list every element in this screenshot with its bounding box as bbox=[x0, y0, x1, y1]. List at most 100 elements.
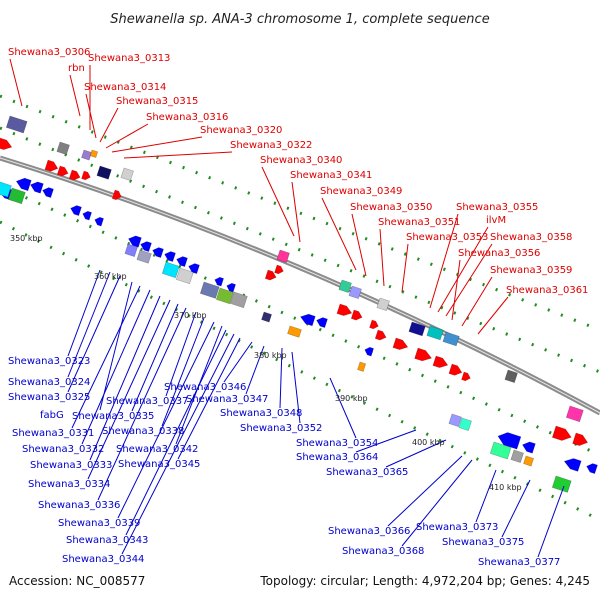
reverse-gene-label: Shewana3_0343 bbox=[66, 535, 148, 546]
reverse-gene-label: Shewana3_0337 bbox=[106, 396, 188, 407]
kbp-marker-label: 380 kbp bbox=[254, 351, 287, 360]
forward-gene-label: rbn bbox=[68, 63, 85, 74]
kbp-marker-label: 350 kbp bbox=[10, 234, 43, 243]
kbp-marker-label: 360 kbp bbox=[94, 272, 127, 281]
reverse-leader-line bbox=[245, 345, 265, 395]
reverse-leader-line bbox=[475, 469, 497, 523]
feature-box bbox=[489, 441, 512, 460]
forward-leader-line bbox=[451, 259, 461, 321]
forward-leader-line bbox=[477, 296, 509, 335]
forward-leader-line bbox=[85, 93, 97, 139]
reverse-leader-line bbox=[161, 317, 205, 427]
kbp-marker-label: 410 kbp bbox=[489, 483, 522, 492]
reverse-leader-line bbox=[81, 289, 151, 445]
forward-gene-arrow bbox=[551, 425, 572, 441]
forward-gene-label: Shewana3_0359 bbox=[490, 265, 572, 276]
forward-leader-line bbox=[461, 276, 493, 327]
reverse-gene-label: Shewana3_0342 bbox=[116, 444, 198, 455]
forward-leader-line bbox=[9, 58, 23, 107]
reverse-gene-label: Shewana3_0352 bbox=[240, 423, 322, 434]
feature-box bbox=[56, 141, 70, 155]
forward-gene-arrow bbox=[0, 137, 13, 150]
feature-box bbox=[448, 413, 462, 427]
reverse-gene-label: Shewana3_0323 bbox=[8, 356, 90, 367]
reverse-gene-arrow bbox=[15, 177, 32, 192]
feature-box bbox=[523, 455, 534, 467]
reverse-leader-line bbox=[67, 269, 101, 357]
forward-leader-line bbox=[437, 226, 489, 313]
reverse-gene-label: Shewana3_0339 bbox=[58, 518, 140, 529]
feature-box bbox=[175, 267, 194, 285]
reverse-gene-arrow bbox=[30, 181, 44, 194]
forward-leader-line bbox=[351, 213, 367, 277]
reverse-gene-label: Shewana3_0338 bbox=[102, 426, 184, 437]
reverse-gene-arrow bbox=[70, 205, 82, 217]
reverse-gene-label: Shewana3_0325 bbox=[8, 392, 90, 403]
forward-gene-label: Shewana3_0353 bbox=[406, 232, 488, 243]
reverse-gene-arrow bbox=[316, 317, 328, 329]
reverse-gene-arrow bbox=[364, 346, 374, 357]
reverse-leader-line bbox=[67, 275, 121, 393]
forward-gene-arrow bbox=[432, 355, 449, 368]
forward-gene-label: Shewana3_0351 bbox=[378, 217, 460, 228]
topology-text: Topology: circular; Length: 4,972,204 bp… bbox=[259, 574, 590, 588]
forward-gene-label: Shewana3_0315 bbox=[116, 96, 198, 107]
gene-features bbox=[0, 115, 598, 493]
feature-box bbox=[215, 287, 234, 305]
reverse-leader-line bbox=[291, 351, 301, 424]
feature-box bbox=[376, 297, 390, 311]
reverse-gene-label: Shewana3_0336 bbox=[38, 500, 120, 511]
reverse-gene-arrow bbox=[152, 247, 164, 259]
feature-box bbox=[504, 369, 518, 383]
reverse-gene-arrow bbox=[82, 210, 92, 221]
reverse-leader-line bbox=[223, 341, 253, 383]
reverse-gene-arrow bbox=[42, 187, 54, 199]
forward-gene-arrow bbox=[369, 319, 379, 330]
forward-gene-arrow bbox=[336, 303, 353, 316]
feature-box bbox=[458, 417, 472, 431]
reverse-leader-line bbox=[121, 333, 235, 555]
forward-gene-label: Shewana3_0316 bbox=[146, 112, 228, 123]
forward-leader-line bbox=[69, 74, 81, 117]
reverse-gene-arrow bbox=[94, 216, 104, 227]
reverse-gene-label: Shewana3_0377 bbox=[478, 557, 560, 568]
forward-leader-line bbox=[379, 228, 385, 287]
forward-gene-label: Shewana3_0322 bbox=[230, 140, 312, 151]
forward-gene-label: Shewana3_0350 bbox=[350, 202, 432, 213]
reverse-leader-line bbox=[117, 321, 215, 519]
feature-box bbox=[0, 181, 12, 198]
forward-gene-arrow bbox=[448, 363, 463, 376]
forward-gene-arrow bbox=[572, 432, 589, 446]
forward-gene-label: Shewana3_0341 bbox=[290, 170, 372, 181]
reverse-gene-label: Shewana3_0347 bbox=[186, 394, 268, 405]
forward-gene-arrow bbox=[392, 337, 409, 350]
forward-leader-line bbox=[123, 151, 233, 159]
feature-box bbox=[136, 249, 152, 264]
reverse-leader-line bbox=[89, 295, 161, 461]
reverse-gene-label: Shewana3_0344 bbox=[62, 554, 144, 565]
forward-gene-arrow bbox=[111, 189, 122, 201]
feature-box bbox=[510, 449, 524, 463]
feature-box bbox=[565, 405, 584, 423]
reverse-leader-line bbox=[97, 307, 187, 501]
forward-gene-arrow bbox=[264, 269, 277, 281]
kbp-marker-label: 370 kbp bbox=[174, 311, 207, 320]
forward-gene-arrow bbox=[374, 329, 387, 341]
forward-gene-arrow bbox=[44, 159, 59, 172]
forward-gene-arrow bbox=[81, 170, 91, 181]
forward-leader-line bbox=[105, 123, 149, 149]
reverse-gene-label: Shewana3_0345 bbox=[118, 459, 200, 470]
forward-gene-label: Shewana3_0313 bbox=[88, 53, 170, 64]
tick-marks bbox=[0, 94, 600, 522]
feature-box bbox=[276, 249, 290, 263]
forward-leader-line bbox=[321, 197, 357, 271]
feature-box bbox=[199, 281, 220, 299]
reverse-gene-arrow bbox=[188, 263, 200, 275]
feature-box bbox=[96, 165, 112, 180]
forward-gene-label: Shewana3_0355 bbox=[456, 202, 538, 213]
reverse-gene-label: Shewana3_0334 bbox=[28, 479, 110, 490]
forward-gene-label: Shewana3_0320 bbox=[200, 125, 282, 136]
tick-track bbox=[0, 94, 600, 332]
